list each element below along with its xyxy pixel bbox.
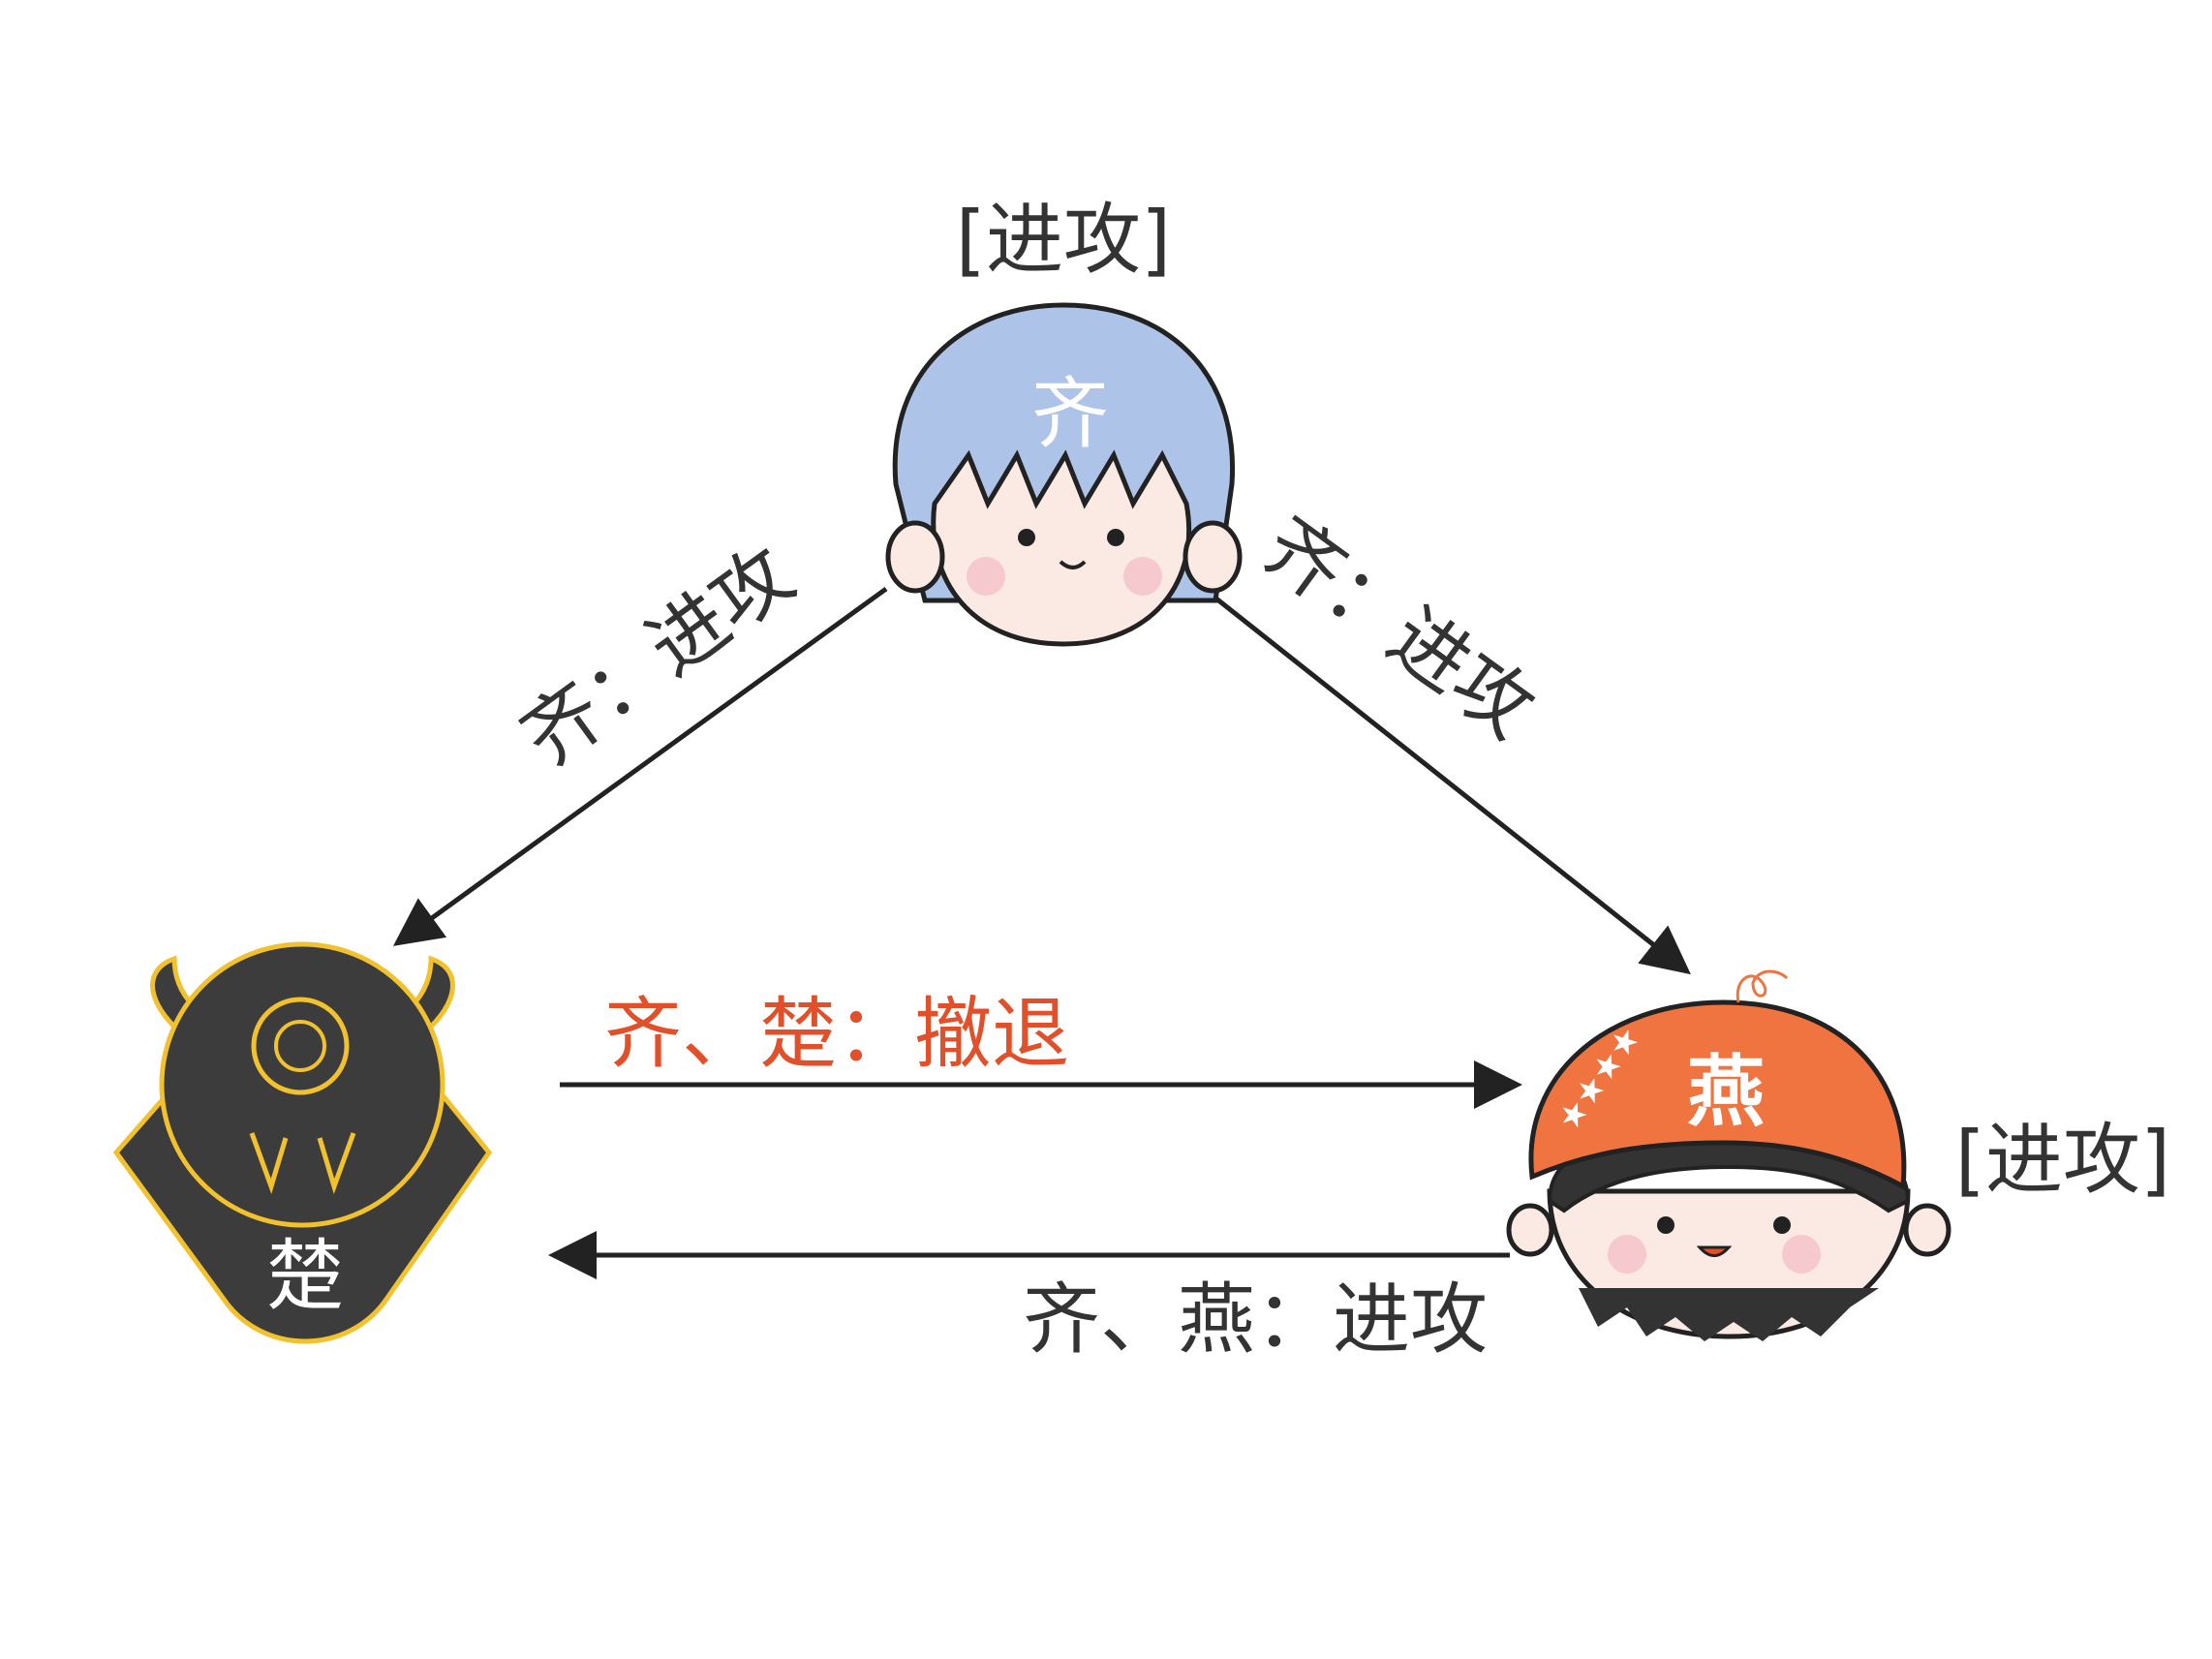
chu-eye [251,997,350,1095]
yan-cap-curl [1736,969,1789,1003]
qi-name: 齐 [1031,369,1109,459]
chu-head [159,941,445,1228]
qi-status-label: [进攻] [956,195,1171,285]
yan-name: 燕 [1687,1047,1765,1137]
edge-label-qi-to-chu: 齐：进攻 [506,530,810,784]
yan-status-label: [进攻] [1955,1115,2170,1205]
edge-label-chu-to-yan: 齐、楚：撤退 [604,989,1069,1079]
edge-label-yan-to-chu: 齐、燕：进攻 [1023,1275,1488,1365]
chu-character: 楚 [112,941,493,1344]
arrow-qi-to-chu [392,586,888,946]
chu-name: 楚 [266,1231,344,1321]
qi-face [931,449,1192,647]
yan-character: ★★★★ 燕 [进攻] [1506,969,2170,1341]
qi-character: [进攻] 齐 [885,195,1243,647]
edge-label-qi-to-yan: 齐：进攻 [1246,501,1551,755]
arrow-qi-to-yan [1211,594,1691,975]
chu-fangs [249,1132,356,1194]
yan-cap [1528,999,1907,1191]
